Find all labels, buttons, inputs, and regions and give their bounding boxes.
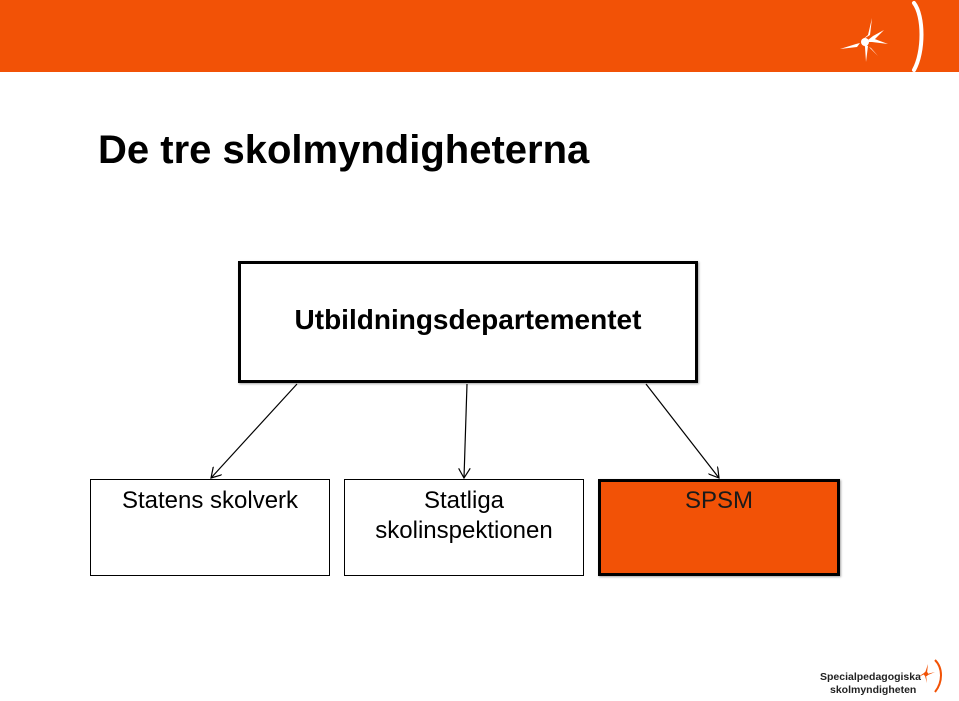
- spsm-footer-logo-icon: [918, 659, 942, 693]
- connector-arrow-left: [211, 383, 298, 478]
- root-node-box: Utbildningsdepartementet: [238, 261, 698, 383]
- child-node-label-line1: Statliga: [423, 487, 505, 514]
- footer-logo-text-line1: Specialpedagogiska: [820, 671, 921, 683]
- child-node-skolverket: Statens skolverk: [90, 479, 330, 576]
- connector-arrow-right: [645, 383, 719, 478]
- star-burst-logo-icon: [840, 1, 924, 72]
- child-node-label: Statens skolverk: [121, 487, 299, 514]
- root-node-label: Utbildningsdepartementet: [294, 304, 642, 335]
- slide-title: De tre skolmyndigheterna: [98, 128, 590, 172]
- connector-arrow-middle: [464, 383, 467, 478]
- footer-logo-text-line2: skolmyndigheten: [830, 684, 917, 696]
- child-node-spsm-highlighted: SPSM: [598, 479, 840, 576]
- child-node-skolinspektionen: Statliga skolinspektionen: [344, 479, 584, 576]
- child-node-label-line2: skolinspektionen: [375, 517, 553, 544]
- top-banner: [0, 0, 959, 72]
- child-node-label: SPSM: [684, 487, 753, 514]
